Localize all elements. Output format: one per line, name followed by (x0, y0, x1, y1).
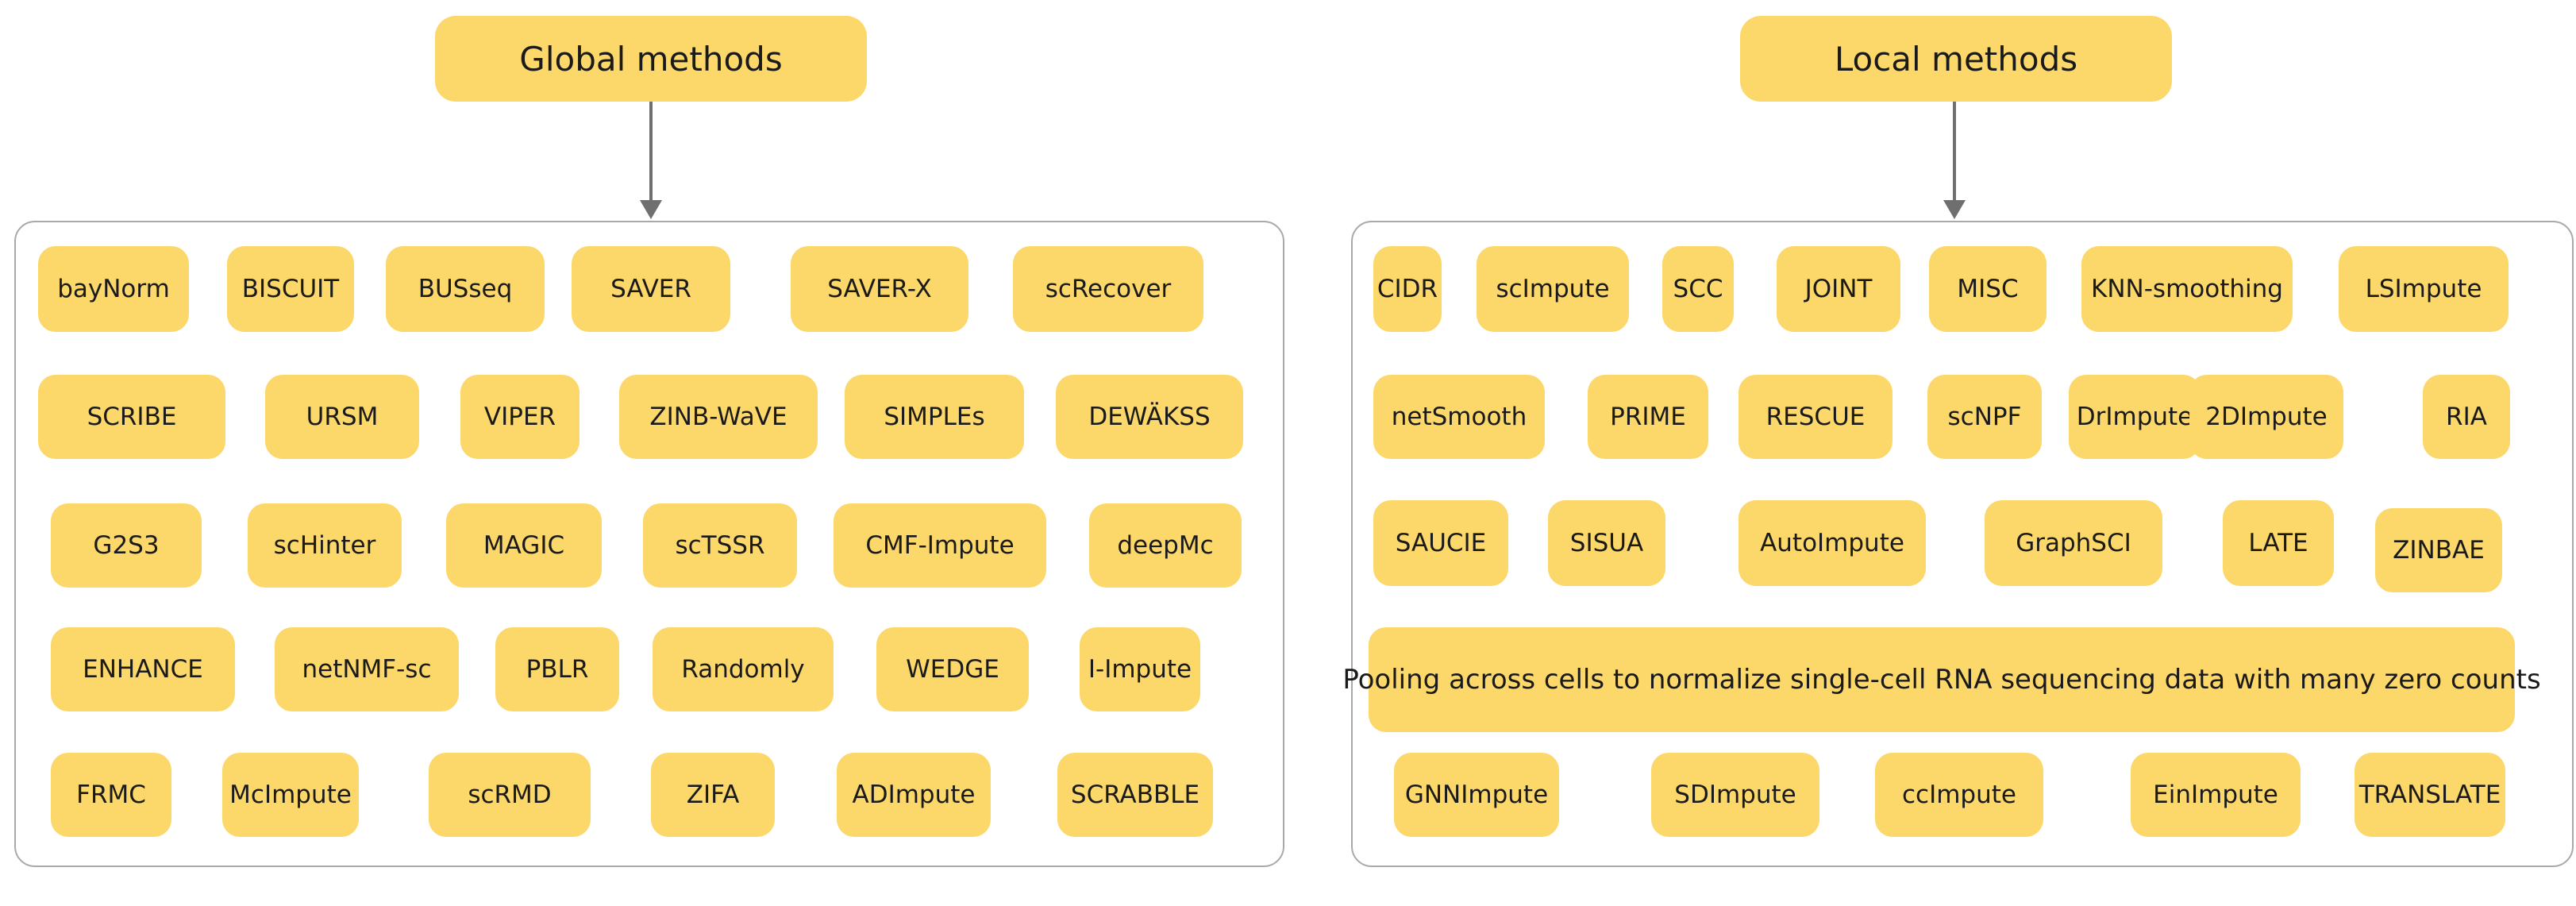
method-chip: McImpute (222, 753, 359, 837)
method-chip: CMF-Impute (834, 503, 1046, 588)
method-chip: SCRIBE (38, 375, 225, 459)
method-chip: bayNorm (38, 246, 189, 332)
method-chip: scHinter (248, 503, 402, 588)
method-chip: G2S3 (51, 503, 202, 588)
global-arrow-head (640, 200, 662, 219)
method-chip: scRecover (1013, 246, 1203, 332)
method-chip: ZINB-WaVE (619, 375, 818, 459)
method-chip: netSmooth (1373, 375, 1545, 459)
global-methods-header: Global methods (435, 16, 867, 102)
method-chip: scImpute (1477, 246, 1629, 332)
method-chip: JOINT (1777, 246, 1900, 332)
local-arrow-head (1943, 200, 1966, 219)
method-chip: SAUCIE (1373, 500, 1508, 586)
method-chip: deepMc (1089, 503, 1242, 588)
method-chip: GraphSCI (1985, 500, 2162, 586)
method-chip: LATE (2223, 500, 2334, 586)
method-chip: scTSSR (643, 503, 797, 588)
method-chip: ADImpute (837, 753, 991, 837)
method-chip: SAVER (572, 246, 730, 332)
method-chip: SISUA (1548, 500, 1665, 586)
method-chip: scRMD (429, 753, 591, 837)
method-chip: ccImpute (1875, 753, 2043, 837)
method-chip: netNMF-sc (275, 627, 459, 711)
method-chip: BUSseq (386, 246, 545, 332)
method-chip: CIDR (1373, 246, 1442, 332)
method-chip: SDImpute (1651, 753, 1819, 837)
method-chip: FRMC (51, 753, 171, 837)
method-chip: TRANSLATE (2355, 753, 2505, 837)
method-chip: ENHANCE (51, 627, 235, 711)
method-chip: 2DImpute (2189, 375, 2343, 459)
method-chip: LSImpute (2339, 246, 2509, 332)
method-chip: EinImpute (2131, 753, 2301, 837)
method-chip: Randomly (653, 627, 834, 711)
method-chip: MISC (1929, 246, 2047, 332)
method-chip: scNPF (1927, 375, 2042, 459)
method-chip: AutoImpute (1739, 500, 1926, 586)
method-chip: PRIME (1588, 375, 1708, 459)
method-chip: SIMPLEs (845, 375, 1024, 459)
method-chip: RIA (2423, 375, 2510, 459)
method-chip: RESCUE (1739, 375, 1893, 459)
method-chip: SCC (1662, 246, 1734, 332)
method-chip: ZINBAE (2375, 508, 2502, 592)
method-chip: SCRABBLE (1057, 753, 1213, 837)
local-methods-header: Local methods (1740, 16, 2172, 102)
method-chip: VIPER (460, 375, 580, 459)
method-chip: MAGIC (446, 503, 602, 588)
method-chip: DEWÄKSS (1056, 375, 1243, 459)
method-chip: DrImpute (2069, 375, 2201, 459)
method-chip: GNNImpute (1394, 753, 1559, 837)
method-chip: WEDGE (876, 627, 1029, 711)
method-chip: I-Impute (1080, 627, 1200, 711)
method-chip: SAVER-X (791, 246, 968, 332)
method-chip: ZIFA (651, 753, 775, 837)
method-description-chip: Pooling across cells to normalize single… (1342, 627, 2541, 732)
method-chip: BISCUIT (227, 246, 354, 332)
method-chip: KNN-smoothing (2081, 246, 2293, 332)
method-chip: URSM (265, 375, 419, 459)
method-chip: PBLR (495, 627, 619, 711)
